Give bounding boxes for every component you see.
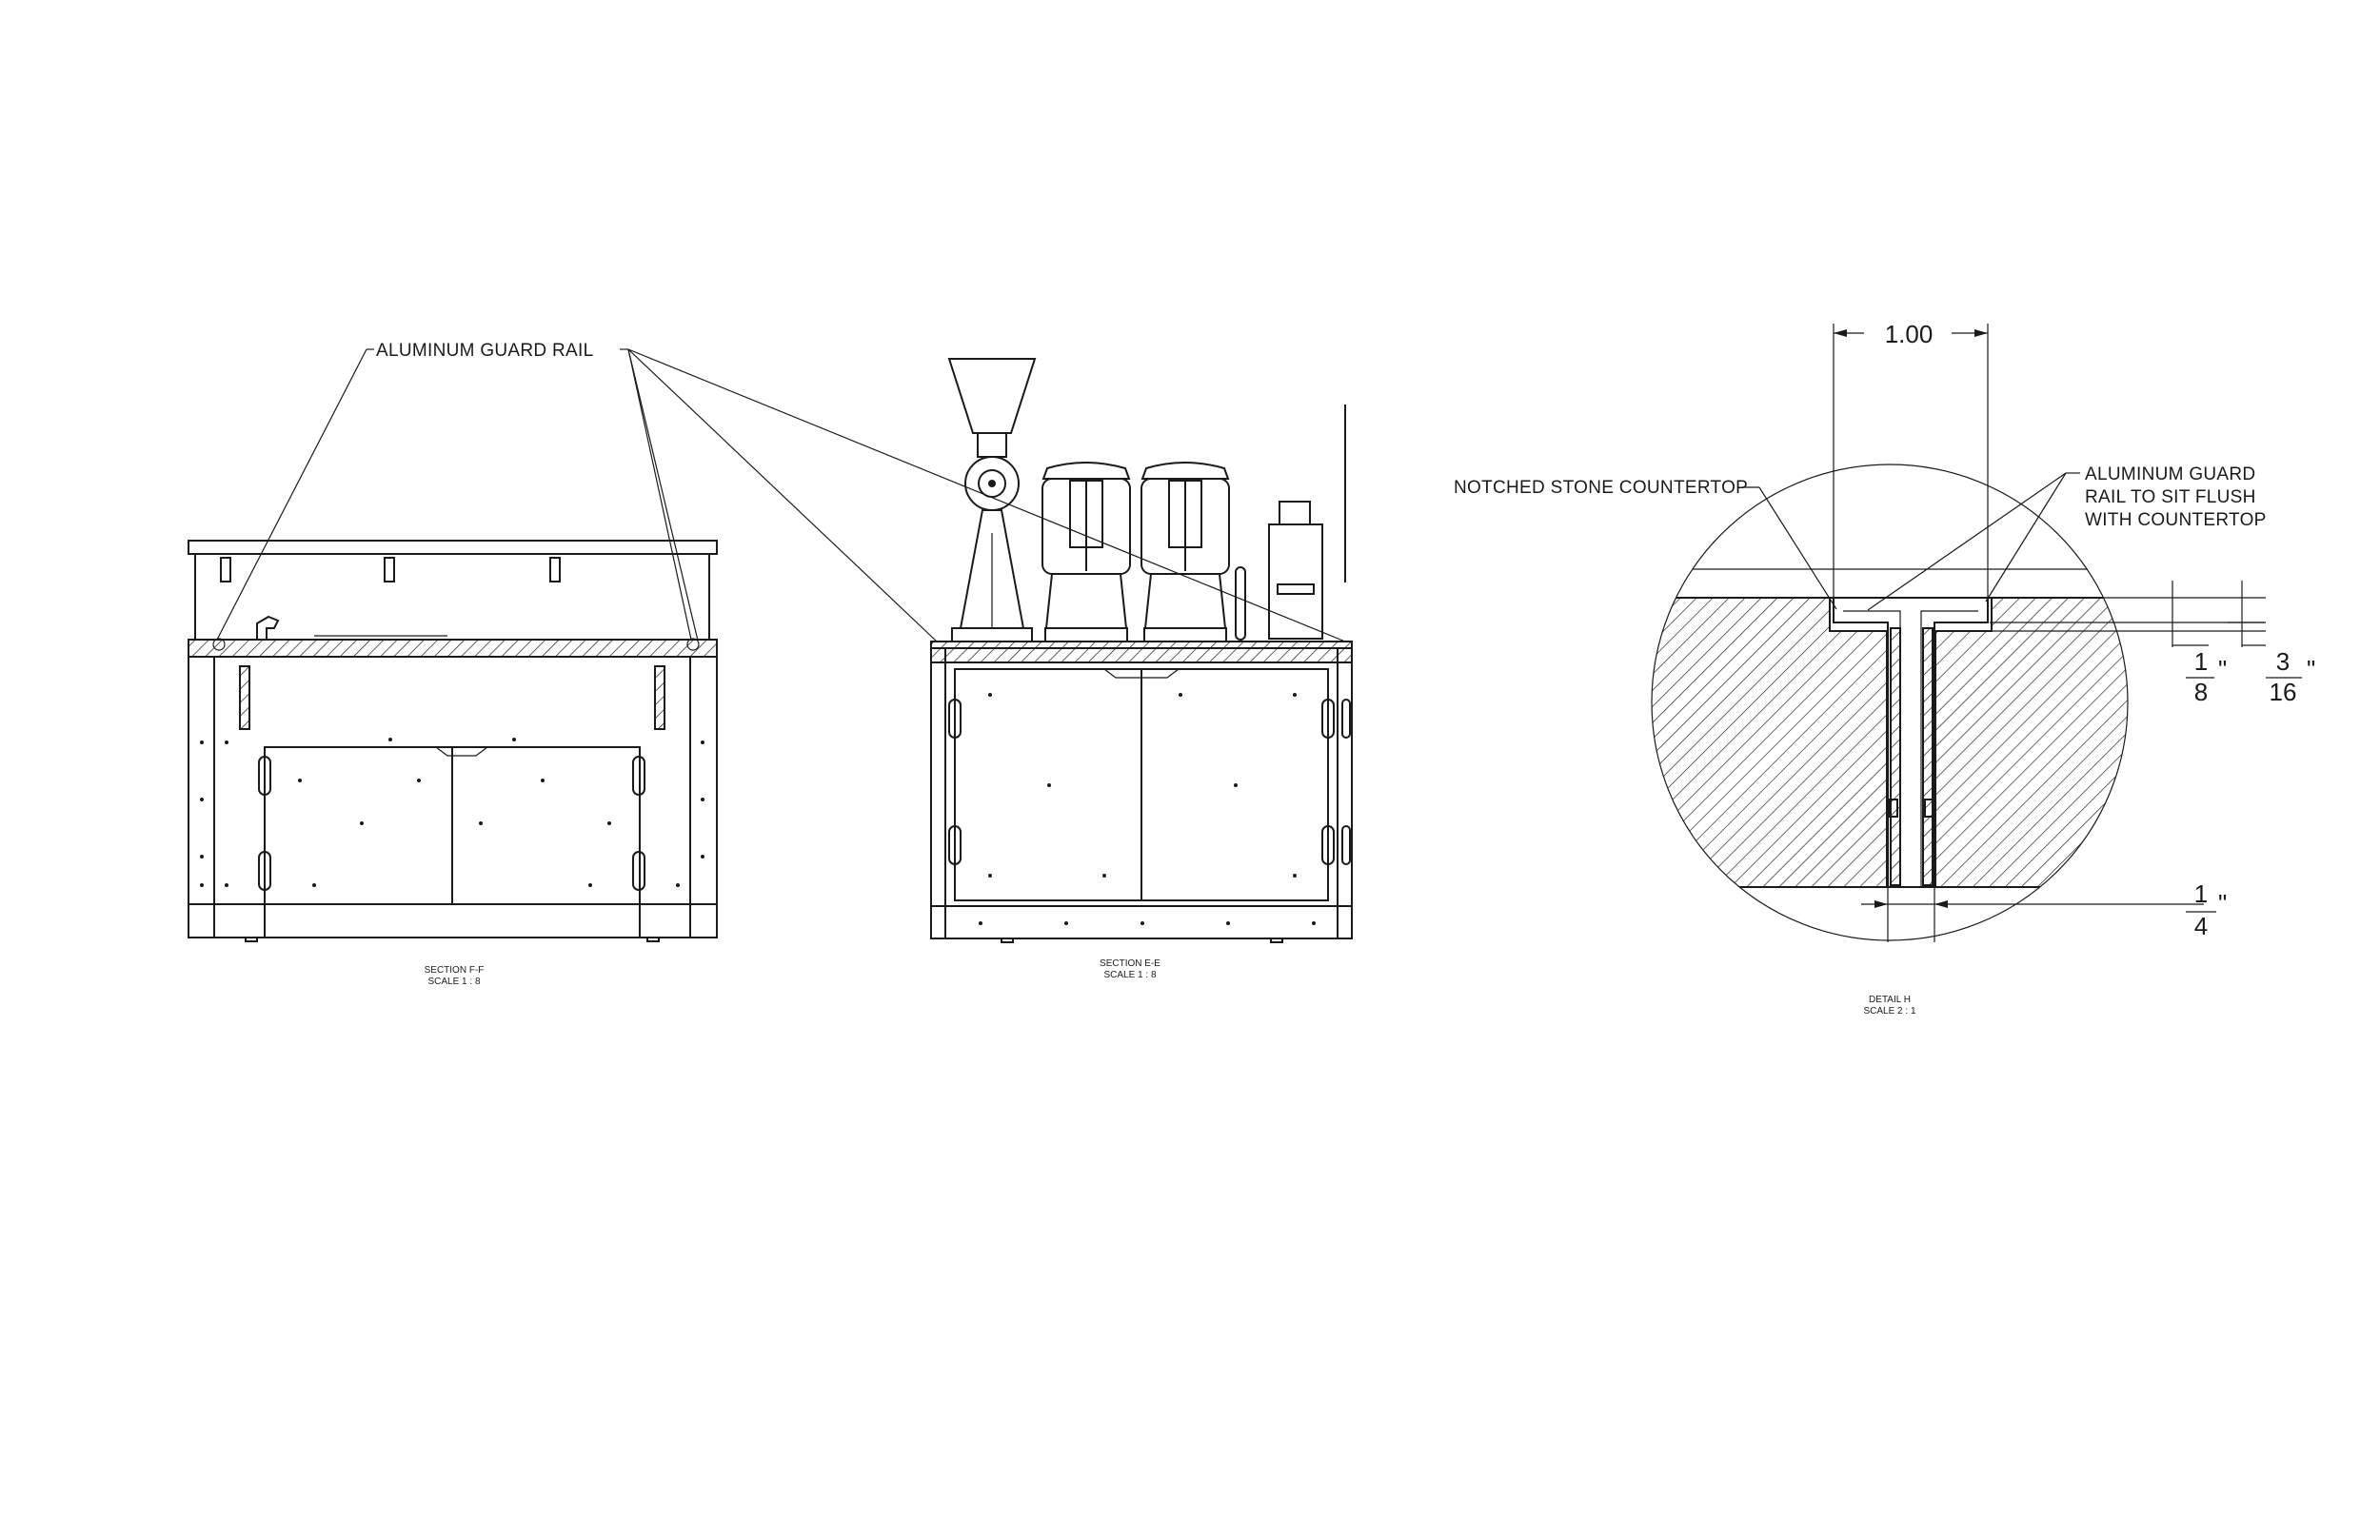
- dimension-gap: [1861, 887, 2216, 942]
- guard-rail-detail-label-3: WITH COUNTERTOP: [2085, 510, 2267, 530]
- section-ee-title: SECTION E-E: [1100, 958, 1160, 969]
- guard-rail-label-ff: ALUMINUM GUARD RAIL: [376, 341, 593, 361]
- dim-eighth-den: 8: [2194, 678, 2208, 706]
- dim-eighth-num: 1: [2194, 647, 2208, 676]
- guard-rail-detail-label-2: RAIL TO SIT FLUSH: [2085, 487, 2256, 507]
- dim-sixteenth-den: 16: [2270, 678, 2297, 706]
- dimension-width-value: 1.00: [1885, 320, 1934, 348]
- section-ff-countertop: [188, 639, 718, 658]
- bottle-dispenser: [1268, 501, 1323, 640]
- detail-right-stone: [1934, 597, 2128, 888]
- detail-left-stone: [1652, 597, 1888, 888]
- coffee-urn-left: [1041, 462, 1131, 642]
- section-ff-title: SECTION F-F: [425, 965, 485, 976]
- dim-sixteenth-unit: ": [2307, 655, 2315, 683]
- detail-h-view: 1.00 1 8 " 3 16 " 1 4: [1454, 320, 2315, 1017]
- dim-sixteenth-num: 3: [2276, 647, 2290, 676]
- detail-h-title: DETAIL H: [1869, 995, 1911, 1005]
- section-ff-door-left: [264, 746, 453, 905]
- guard-rail-detail-label-1: ALUMINUM GUARD: [2085, 464, 2255, 484]
- coffee-grinder: [947, 358, 1037, 642]
- dim-quarter-num: 1: [2194, 879, 2208, 908]
- notched-countertop-label: NOTCHED STONE COUNTERTOP: [1454, 478, 1748, 498]
- section-ee-scale: SCALE 1 : 8: [1103, 970, 1156, 980]
- section-ff-upper-guard: [188, 540, 718, 555]
- detail-leaders: [1742, 472, 2080, 611]
- section-ee-countertop: [930, 641, 1353, 663]
- dimension-width: [1833, 324, 1989, 598]
- section-ff-screws: [200, 738, 704, 887]
- section-ff-view: [188, 540, 718, 942]
- dimension-depth: [1990, 581, 2302, 679]
- section-ee-view: [930, 358, 1353, 943]
- section-ee-door-right: [1140, 668, 1329, 901]
- coffee-urn-right: [1140, 462, 1230, 642]
- detail-h-scale: SCALE 2 : 1: [1863, 1006, 1915, 1017]
- section-ee-screws: [979, 693, 1316, 925]
- dim-quarter-den: 4: [2194, 912, 2208, 940]
- section-ff-scale: SCALE 1 : 8: [427, 977, 480, 987]
- guard-rail-leaders: [216, 348, 1346, 642]
- dim-eighth-unit: ": [2218, 655, 2227, 683]
- section-ff-door-right: [451, 746, 641, 905]
- dim-quarter-unit: ": [2218, 889, 2227, 918]
